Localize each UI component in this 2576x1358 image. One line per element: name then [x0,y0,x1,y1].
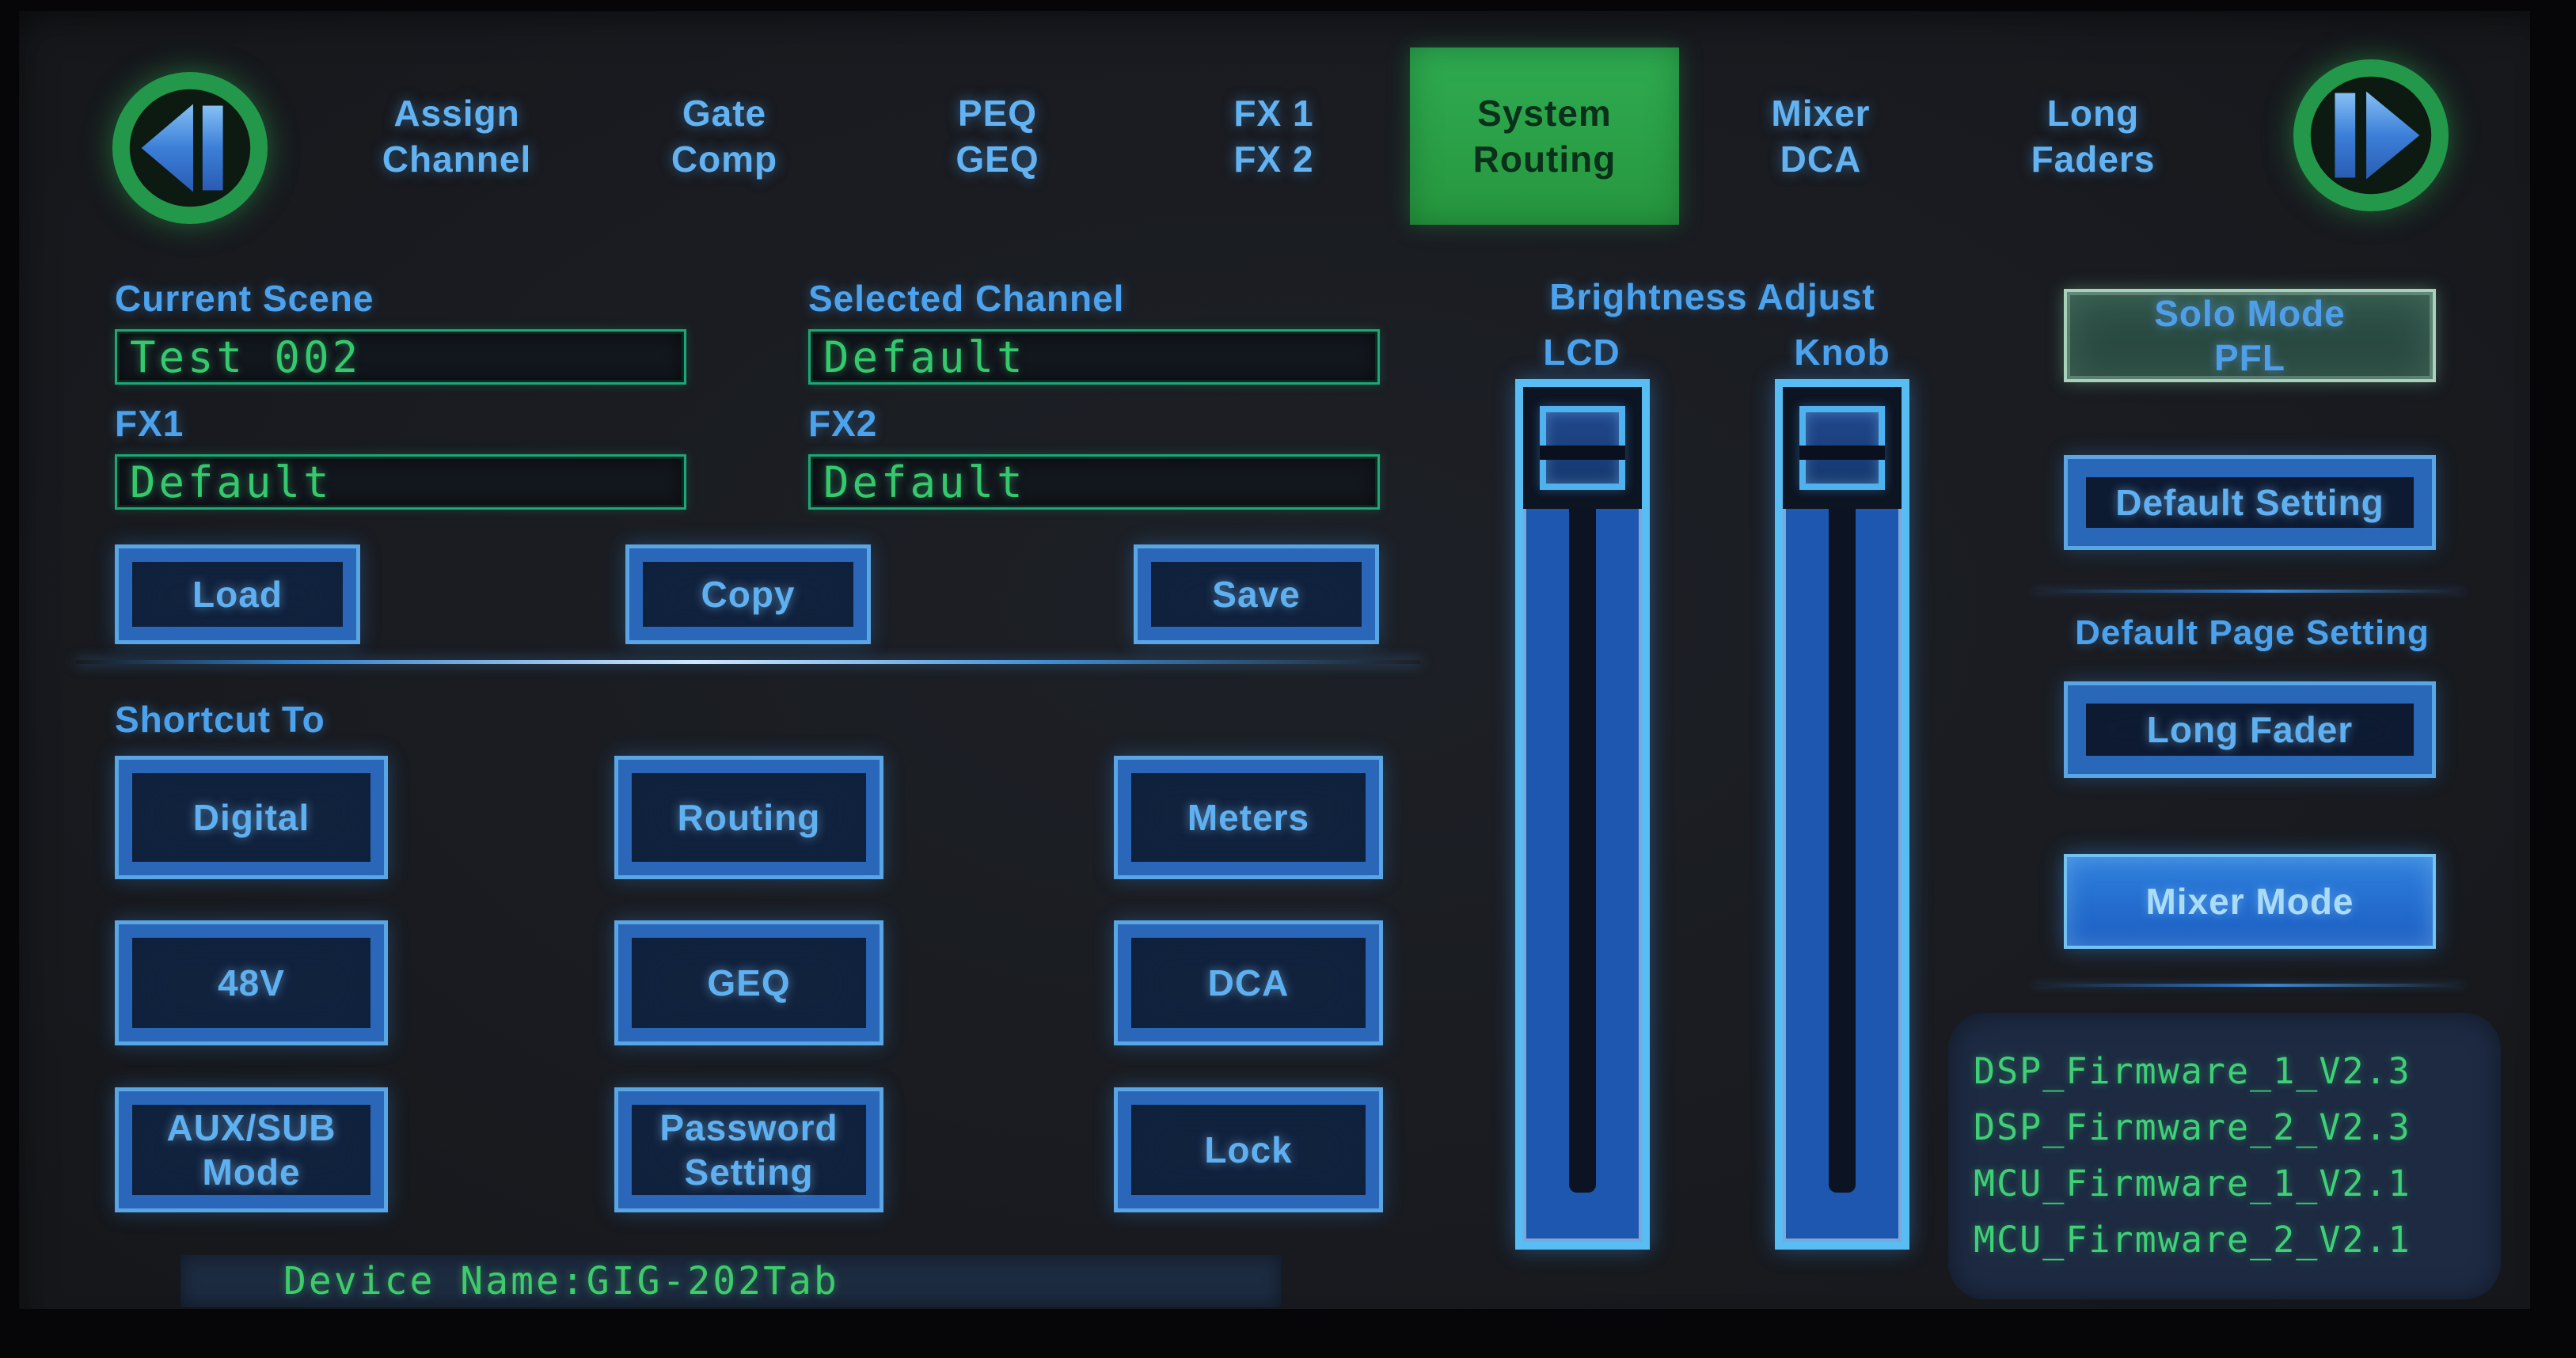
device-name-text: Device Name:GIG-202Tab [283,1259,839,1303]
tab-system-routing[interactable]: System Routing [1410,47,1679,225]
copy-button[interactable]: Copy [625,544,871,644]
right-divider-bottom [2033,984,2464,987]
lcd-brightness-slider[interactable] [1515,379,1650,1250]
lcd-slider-handle[interactable] [1540,406,1625,490]
prev-arrow-icon [112,71,268,225]
device-name-bar: Device Name:GIG-202Tab [180,1255,1281,1307]
fx1-label: FX1 [115,403,184,444]
shortcut-lock-button[interactable]: Lock [1114,1087,1383,1212]
default-setting-button[interactable]: Default Setting [2064,455,2436,550]
shortcut-dca-button[interactable]: DCA [1114,920,1383,1045]
prev-page-button[interactable] [103,70,277,226]
shortcut-title: Shortcut To [115,699,325,740]
tab-gate-comp[interactable]: Gate Comp [671,93,778,180]
load-button[interactable]: Load [115,544,360,644]
lcd-slider-slot [1569,509,1596,1193]
knob-slider-slot [1829,509,1856,1193]
mixer-mode-button[interactable]: Mixer Mode [2064,854,2436,949]
tab-mixer-dca[interactable]: Mixer DCA [1771,93,1871,180]
long-fader-button[interactable]: Long Fader [2064,681,2436,778]
firmware-line: DSP_Firmware_2_V2.3 [1974,1106,2411,1148]
firmware-line: MCU_Firmware_2_V2.1 [1974,1219,2411,1261]
shortcut-meters-button[interactable]: Meters [1114,756,1383,879]
shortcut-digital-button[interactable]: Digital [115,756,388,879]
shortcut-geq-button[interactable]: GEQ [614,920,883,1045]
left-section-divider [75,660,1421,664]
shortcut-48v-button[interactable]: 48V [115,920,388,1045]
current-scene-field[interactable]: Test 002 [115,329,686,385]
right-divider-top [2033,590,2464,593]
tab-peq-geq[interactable]: PEQ GEQ [956,93,1039,180]
current-scene-label: Current Scene [115,278,374,319]
fx2-field[interactable]: Default [808,454,1380,510]
solo-mode-pfl-button[interactable]: Solo Mode PFL [2064,289,2436,382]
brightness-title: Brightness Adjust [1549,276,1875,317]
firmware-line: DSP_Firmware_1_V2.3 [1974,1050,2411,1092]
fx2-label: FX2 [808,403,878,444]
lcd-slider-label: LCD [1543,332,1620,373]
selected-channel-field[interactable]: Default [808,329,1380,385]
save-button[interactable]: Save [1134,544,1379,644]
knob-slider-label: Knob [1794,332,1890,373]
knob-brightness-slider[interactable] [1775,379,1909,1250]
default-page-setting-title: Default Page Setting [2075,613,2430,652]
fx1-field[interactable]: Default [115,454,686,510]
knob-slider-handle[interactable] [1799,406,1885,490]
tab-assign-channel[interactable]: Assign Channel [382,93,532,180]
next-arrow-icon [2293,59,2449,212]
firmware-line: MCU_Firmware_1_V2.1 [1974,1163,2411,1204]
selected-channel-label: Selected Channel [808,278,1125,319]
tab-long-faders[interactable]: Long Faders [2031,93,2156,180]
tab-fx1-fx2[interactable]: FX 1 FX 2 [1233,93,1314,180]
next-page-button[interactable] [2284,57,2458,214]
firmware-info-box: DSP_Firmware_1_V2.3 DSP_Firmware_2_V2.3 … [1948,1013,2501,1299]
shortcut-routing-button[interactable]: Routing [614,756,883,879]
shortcut-password-setting-button[interactable]: Password Setting [614,1087,883,1212]
shortcut-aux-sub-mode-button[interactable]: AUX/SUB Mode [115,1087,388,1212]
